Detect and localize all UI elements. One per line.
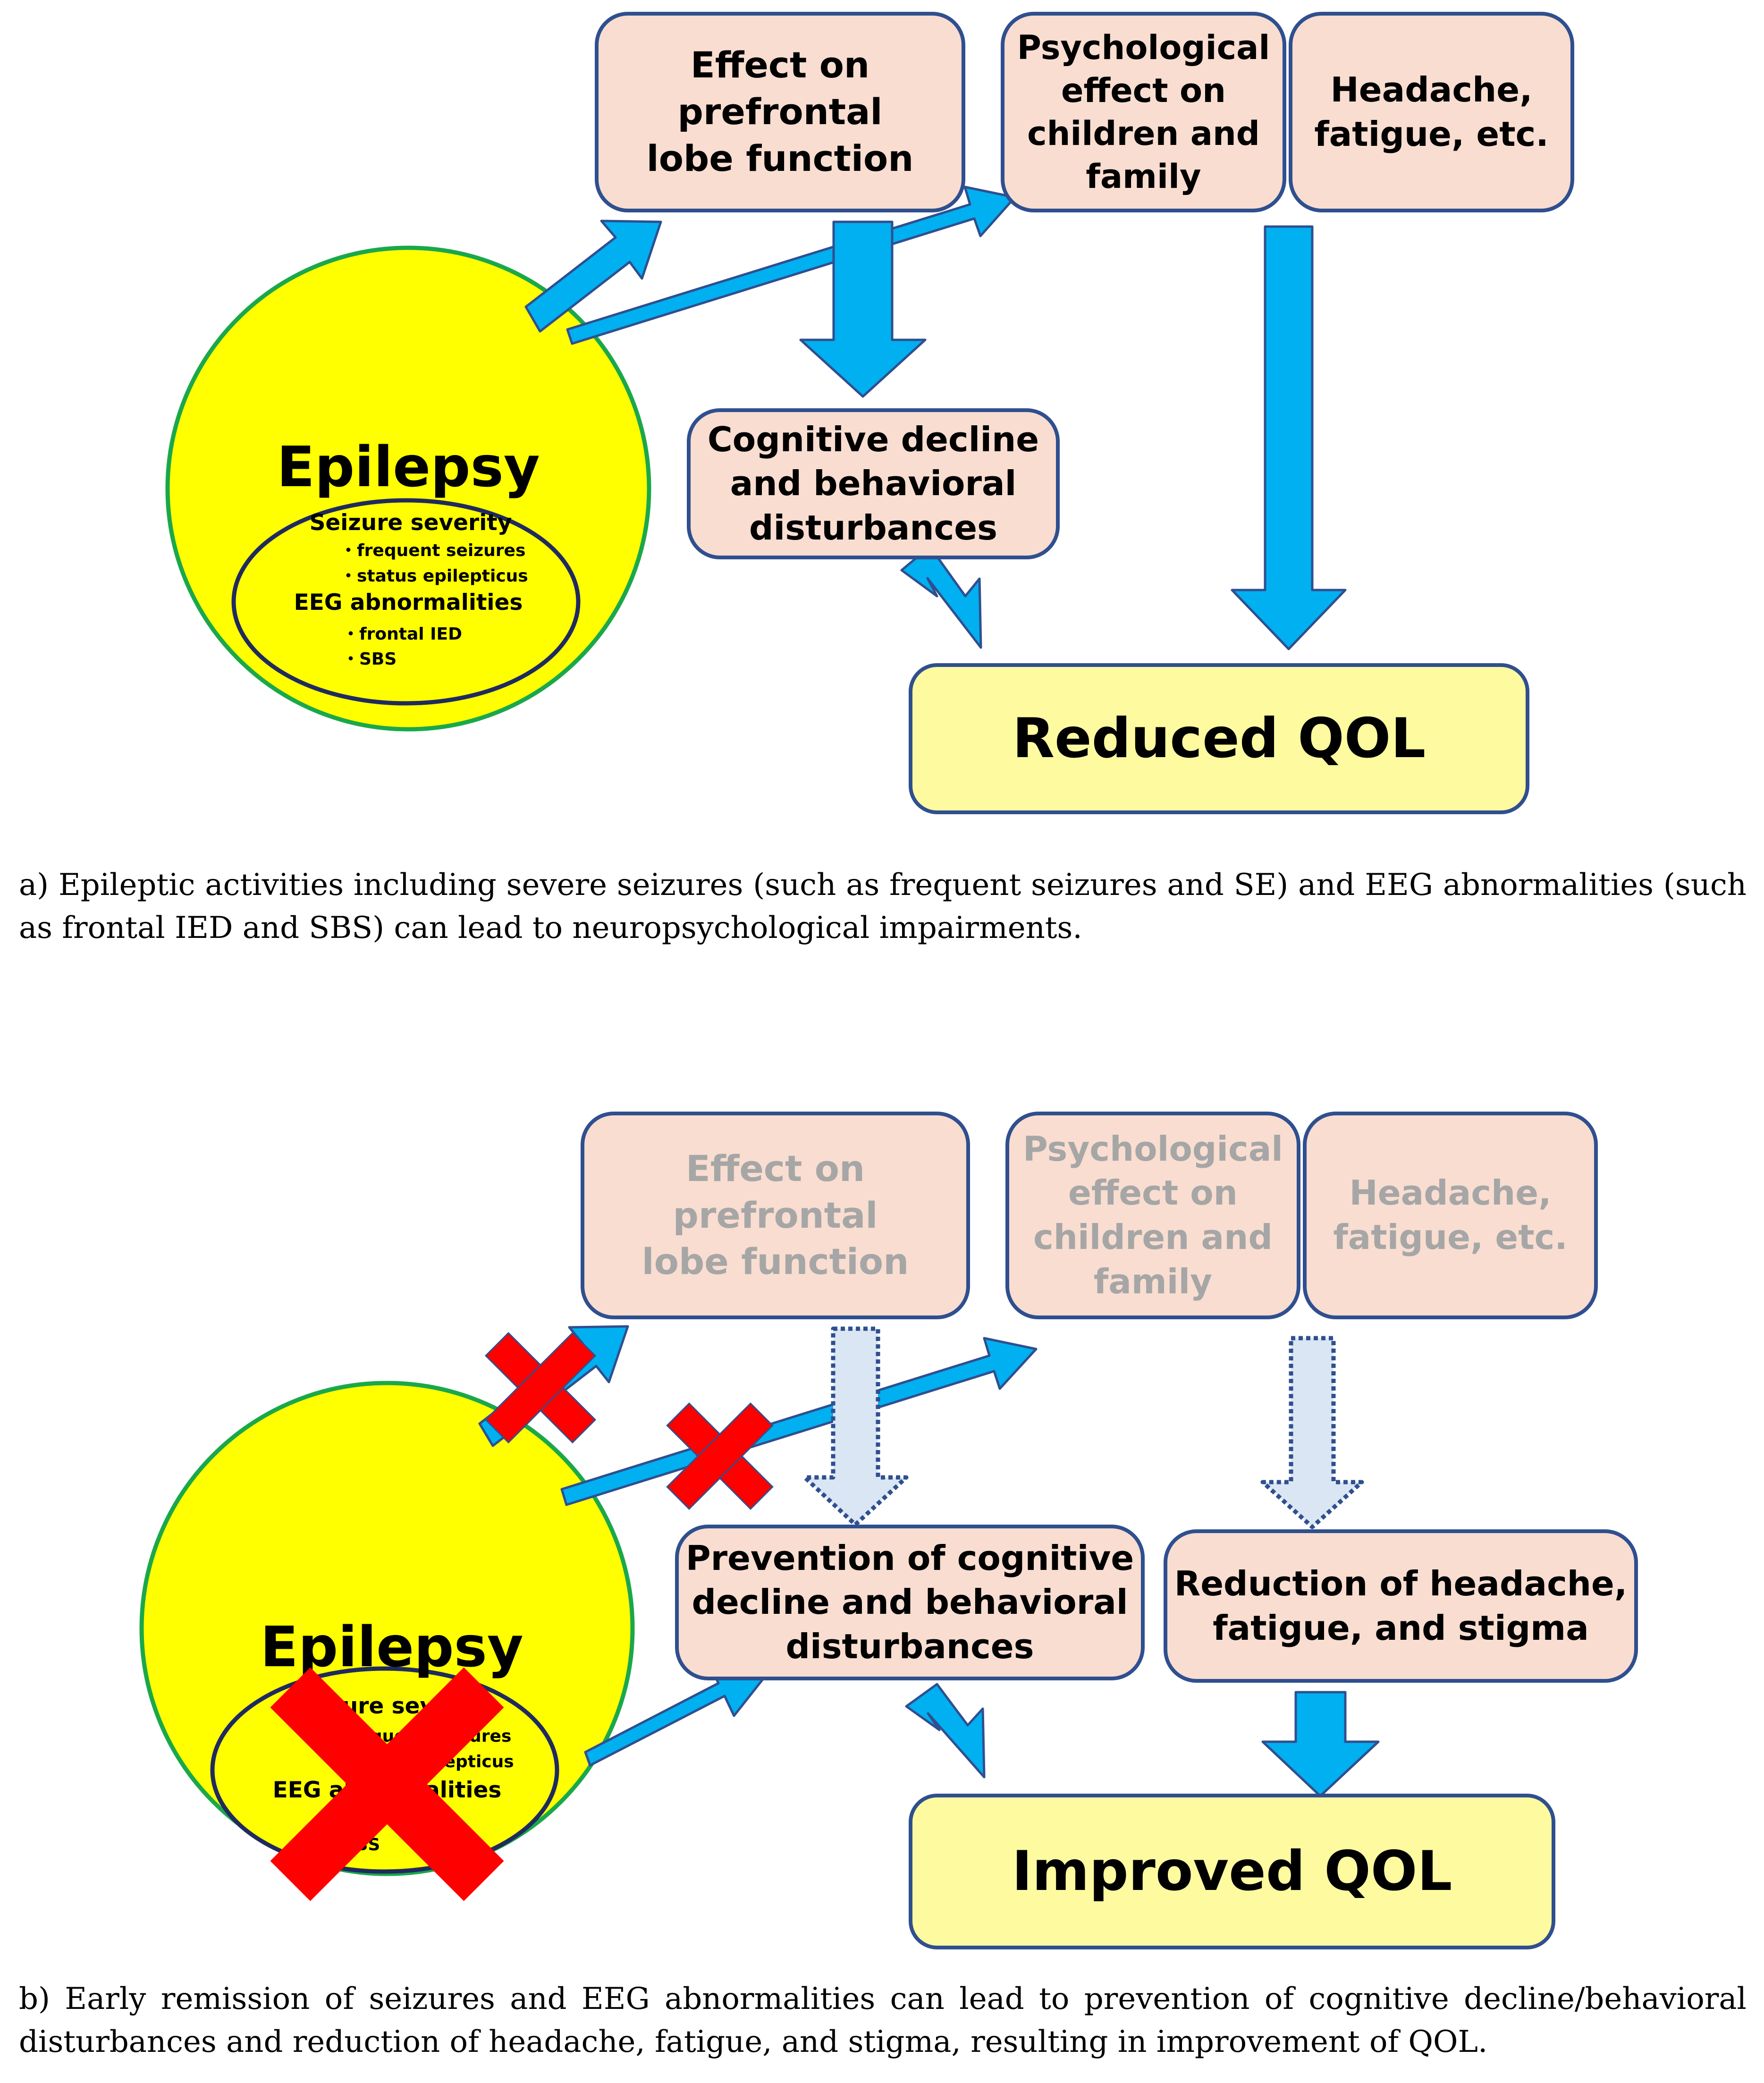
- sbs-item-a: ・SBS: [342, 649, 397, 669]
- box-reduction-b-label: Reduction of headache, fatigue, and stig…: [1174, 1563, 1628, 1648]
- box-prefrontal-lobe-b: Effect on prefrontal lobe function: [581, 1112, 970, 1319]
- box-psychological-effect-b-label: Psychological effect on children and fam…: [1022, 1129, 1283, 1301]
- box-headache-b: Headache, fatigue, etc.: [1303, 1112, 1598, 1319]
- epilepsy-title-a: Epilepsy: [277, 434, 540, 499]
- arrow-prevention-to-qol-b: [905, 1683, 986, 1779]
- frequent-seizures-item-a: ・frequent seizures: [340, 541, 525, 560]
- caption-a: a) Epileptic activities including severe…: [19, 868, 1747, 945]
- arrow-reduction-to-qol-b: [1261, 1691, 1380, 1797]
- eeg-abnormalities-heading-a: EEG abnormalities: [294, 590, 523, 616]
- box-cognitive-decline-a: Cognitive decline and behavioral disturb…: [687, 408, 1060, 559]
- arrow-headache-to-qol-a: [1231, 225, 1347, 650]
- box-headache-a-label: Headache, fatigue, etc.: [1314, 69, 1549, 154]
- box-reduction-b: Reduction of headache, fatigue, and stig…: [1164, 1529, 1638, 1683]
- arrows-panel-a: [524, 186, 1347, 650]
- box-improved-qol-label: Improved QOL: [1012, 1839, 1452, 1903]
- status-epilepticus-item-a: ・status epilepticus: [340, 566, 528, 586]
- small-cross-icon-1: [484, 1332, 597, 1444]
- box-reduced-qol: Reduced QOL: [909, 663, 1529, 814]
- box-prefrontal-lobe-a-label: Effect on prefrontal lobe function: [646, 44, 914, 179]
- caption-b: b) Early remission of seizures and EEG a…: [19, 1982, 1747, 2059]
- dotted-arrow-prefrontal-to-prevention-b: [802, 1326, 909, 1527]
- arrow-prefrontal-to-cognitive-a: [799, 220, 927, 398]
- box-psychological-effect-b: Psychological effect on children and fam…: [1005, 1112, 1300, 1319]
- box-prefrontal-lobe-a: Effect on prefrontal lobe function: [595, 12, 965, 212]
- frontal-ied-item-a: ・frontal IED: [342, 624, 462, 644]
- box-headache-a: Headache, fatigue, etc.: [1289, 12, 1574, 212]
- dotted-arrow-headache-to-reduction-b: [1260, 1336, 1364, 1529]
- epilepsy-inner-ellipse-a: [231, 498, 581, 706]
- box-prevention-b: Prevention of cognitive decline and beha…: [675, 1525, 1145, 1680]
- big-cross-icon: [270, 1667, 504, 1901]
- arrow-epilepsy-to-psych-b: [560, 1337, 1038, 1506]
- box-reduced-qol-label: Reduced QOL: [1012, 706, 1426, 770]
- arrow-epilepsy-to-prefrontal-a: [524, 219, 662, 333]
- small-cross-icon-2: [666, 1402, 774, 1510]
- box-cognitive-decline-a-label: Cognitive decline and behavioral disturb…: [707, 419, 1039, 548]
- box-prefrontal-lobe-b-label: Effect on prefrontal lobe function: [641, 1147, 909, 1283]
- box-headache-b-label: Headache, fatigue, etc.: [1333, 1173, 1568, 1257]
- box-improved-qol: Improved QOL: [909, 1794, 1555, 1949]
- arrow-cognitive-to-qol-a: [900, 545, 982, 649]
- seizure-severity-heading-a: Seizure severity: [310, 510, 512, 536]
- box-psychological-effect-a-label: Psychological effect on children and fam…: [1017, 28, 1270, 196]
- box-prevention-b-label: Prevention of cognitive decline and beha…: [685, 1538, 1134, 1666]
- epilepsy-title-b: Epilepsy: [260, 1614, 523, 1679]
- box-psychological-effect-a: Psychological effect on children and fam…: [1001, 12, 1286, 212]
- arrow-epilepsy-to-psych-a: [566, 186, 1016, 345]
